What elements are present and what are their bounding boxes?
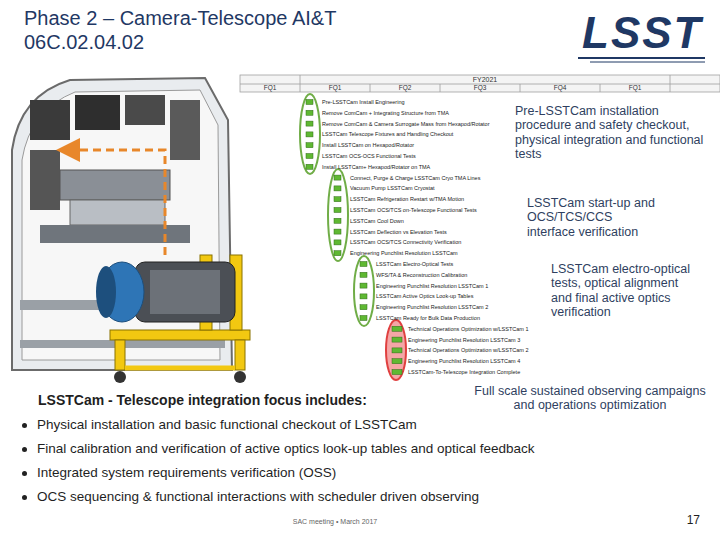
gantt-bar bbox=[392, 348, 402, 353]
callout-text: LSSTCam start-up and OCS/TCS/CCS interfa… bbox=[527, 196, 662, 239]
fiscal-quarter: FQ1 bbox=[600, 84, 670, 92]
task-group-ring-highlight bbox=[386, 320, 406, 380]
task-name: LSSTCam Refrigeration Restart w/TMA Moti… bbox=[350, 195, 464, 203]
gantt-bar bbox=[392, 359, 402, 364]
fiscal-quarter: FQ2 bbox=[370, 84, 440, 92]
fiscal-quarter: FQ3 bbox=[440, 84, 520, 92]
bullet-dot bbox=[22, 471, 27, 476]
gantt-bar bbox=[334, 197, 341, 202]
task-name: LSSTCam OCS/TCS on-Telescope Functional … bbox=[350, 206, 477, 214]
task-name: Remove ComCam & Camera Surrogate Mass fr… bbox=[322, 120, 490, 128]
gantt-bar bbox=[334, 229, 341, 234]
gantt-bar bbox=[306, 154, 313, 159]
gantt-bar bbox=[360, 272, 367, 277]
gantt-bar bbox=[360, 262, 367, 267]
bullet-dot bbox=[22, 495, 27, 500]
task-name: Remove ComCam + Integrating Structure fr… bbox=[322, 109, 449, 117]
task-group-ring bbox=[300, 94, 320, 174]
task-name: Engineering Punchlist Resolution LSSTCam… bbox=[376, 282, 488, 290]
move-arrow bbox=[62, 150, 165, 255]
gantt-bar bbox=[334, 240, 341, 245]
bullet-text: Final calibration and verification of ac… bbox=[37, 441, 707, 457]
task-name: Engineering Punchlist Resolution LSSTCam… bbox=[408, 357, 520, 365]
gantt-bar bbox=[334, 186, 341, 191]
gantt-bar bbox=[334, 218, 341, 223]
task-name: Pre-LSSTCam Install Engineering bbox=[322, 98, 405, 106]
gantt-bar bbox=[306, 110, 313, 115]
page-number: 17 bbox=[670, 514, 700, 528]
gantt-bar bbox=[306, 121, 313, 126]
task-name: LSSTCam Telescope Fixtures and Handling … bbox=[322, 130, 453, 138]
gantt-bar bbox=[334, 251, 341, 256]
gantt-bars bbox=[306, 100, 402, 375]
task-name: Vacuum Pump LSSTCam Cryostat bbox=[350, 184, 435, 192]
task-name: Engineering Punchlist Resolution LSSTCam… bbox=[376, 303, 488, 311]
gantt-header bbox=[240, 75, 720, 92]
task-group-ring bbox=[354, 256, 374, 326]
task-name: WFS/TA & Reconstruction Calibration bbox=[376, 271, 467, 279]
callout-text: LSSTCam electro-optical tests, optical a… bbox=[551, 262, 696, 320]
task-name: Connect, Purge & Charge LSSTCam Cryo TMA… bbox=[350, 174, 480, 182]
task-name: LSSTCam OCS-OCS Functional Tests bbox=[322, 152, 416, 160]
logo: LSST bbox=[582, 8, 702, 59]
logo-lines bbox=[578, 58, 705, 62]
fiscal-quarter: FQ1 bbox=[240, 84, 300, 92]
gantt-bar bbox=[334, 208, 341, 213]
bullet-heading: LSSTCam - Telescope integration focus in… bbox=[38, 392, 458, 408]
gantt-bar bbox=[392, 337, 402, 342]
bullet-text: OCS sequencing & functional interactions… bbox=[37, 489, 707, 505]
gantt-bar bbox=[360, 305, 367, 310]
task-name: LSSTCam Electro-Optical Tests bbox=[376, 260, 453, 268]
callout-text: Pre-LSSTCam installation procedure and s… bbox=[515, 104, 715, 162]
slide-title: Phase 2 – Camera-Telescope AI&T 06C.02.0… bbox=[24, 6, 404, 54]
fiscal-year: FY2021 bbox=[300, 75, 670, 84]
gantt-bar bbox=[392, 326, 402, 331]
task-name: Install LSSTCam on Hexapod/Rotator bbox=[322, 141, 414, 149]
gantt-bar bbox=[360, 283, 367, 288]
task-group-ring bbox=[328, 169, 348, 261]
gantt-bar bbox=[306, 132, 313, 137]
bullet-text: Physical installation and basic function… bbox=[37, 417, 707, 433]
gantt-bar bbox=[360, 294, 367, 299]
task-name: Install LSSTCam+ Hexapod/Rotator on TMA bbox=[322, 163, 430, 171]
task-name: LSSTCam Ready for Bulk Data Production bbox=[376, 314, 480, 322]
gantt-bar bbox=[306, 100, 313, 105]
gantt-bar bbox=[306, 143, 313, 148]
task-name: LSSTCam Active Optics Look-up Tables bbox=[376, 292, 473, 300]
task-name: Technical Operations Optimization w/LSST… bbox=[408, 325, 528, 333]
gantt-bar bbox=[334, 175, 341, 180]
task-name: Engineering Punchlist Resolution LSSTCam… bbox=[408, 336, 520, 344]
task-name: Technical Operations Optimization w/LSST… bbox=[408, 346, 528, 354]
footer-text: SAC meeting • March 2017 bbox=[250, 518, 420, 526]
task-name: LSSTCam-To-Telescope Integration Complet… bbox=[408, 368, 520, 376]
camera-cart-illustration bbox=[96, 255, 250, 383]
fiscal-quarter: FQ4 bbox=[520, 84, 600, 92]
gantt-bar bbox=[392, 370, 402, 375]
bullet-dot bbox=[22, 423, 27, 428]
gantt-bar bbox=[360, 316, 367, 321]
callout-text: Full scale sustained observing campaigns… bbox=[465, 384, 715, 413]
task-name: LSSTCam Deflection vs Elevation Tests bbox=[350, 228, 447, 236]
gantt-bar bbox=[306, 164, 313, 169]
bullet-dot bbox=[22, 447, 27, 452]
task-name: Engineering Punchlist Resolution LSSTCam bbox=[350, 249, 458, 257]
task-name: LSSTCam OCS/TCS Connectivity Verificatio… bbox=[350, 238, 461, 246]
fiscal-quarter: FQ1 bbox=[300, 84, 370, 92]
task-name: LSSTCam Cool Down bbox=[350, 217, 404, 225]
telescope-illustration bbox=[12, 78, 232, 370]
bullet-text: Integrated system requirements verificat… bbox=[37, 465, 707, 481]
